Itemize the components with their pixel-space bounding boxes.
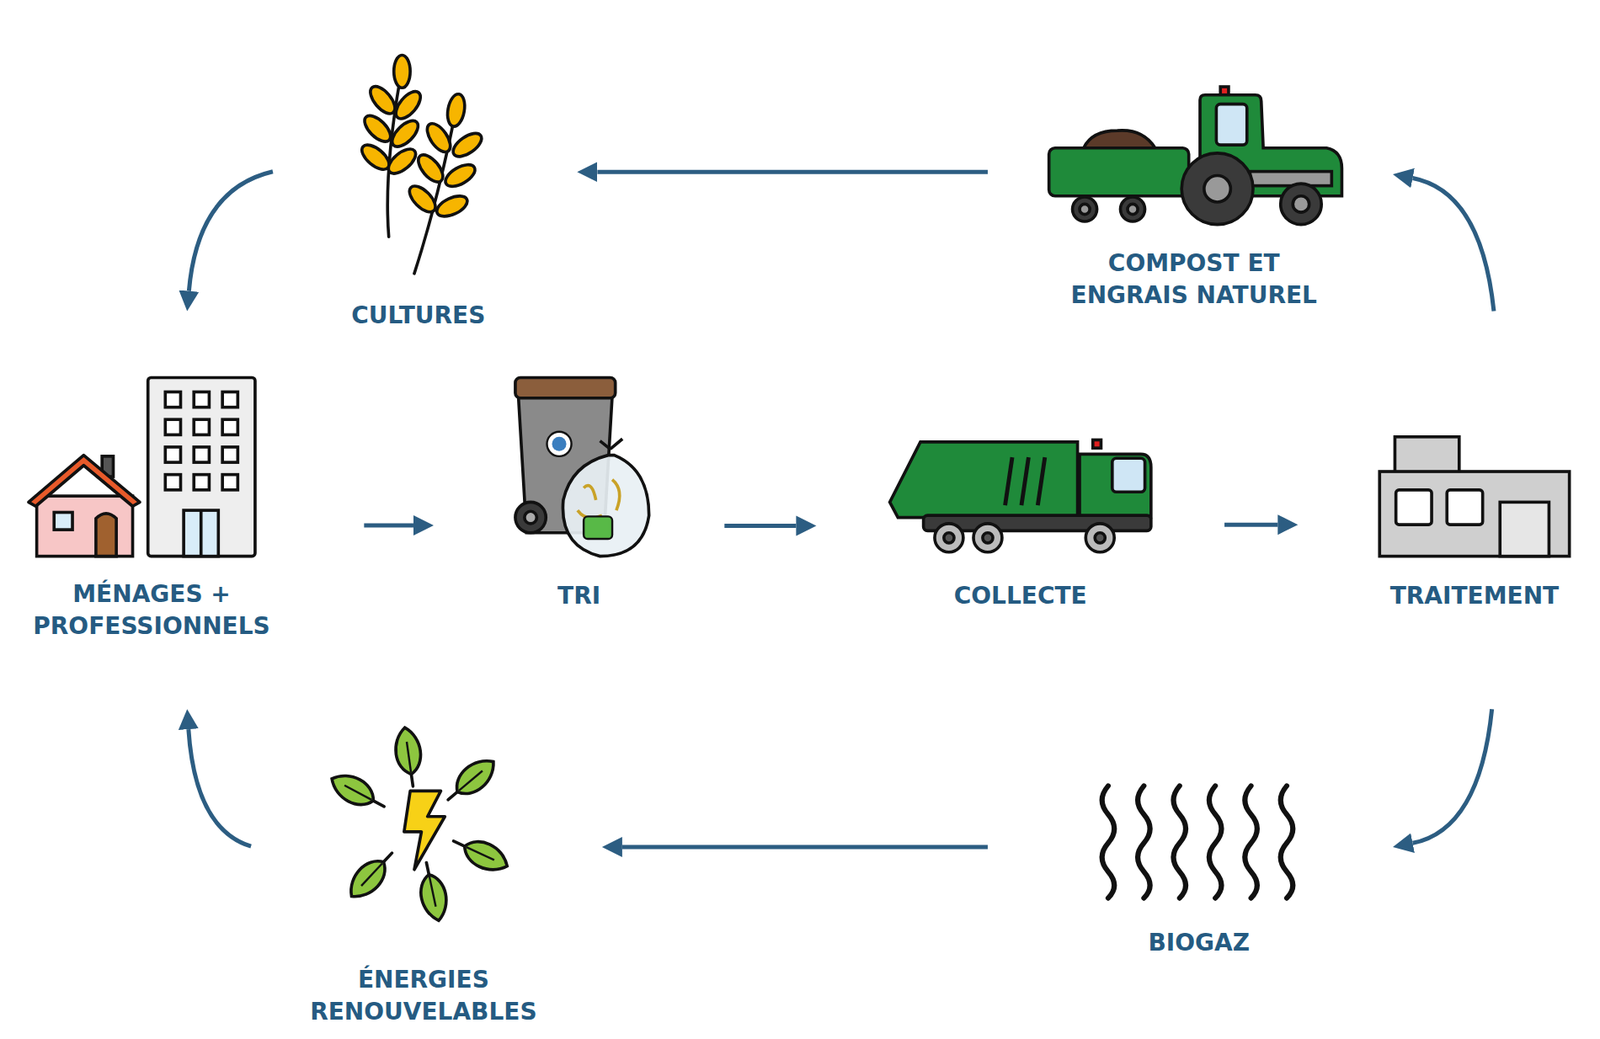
step-label: ÉNERGIES RENOUVELABLES — [288, 964, 559, 1029]
flow-arrow — [1413, 178, 1494, 312]
cycle-step: COLLECTE — [885, 433, 1156, 613]
truck-icon — [890, 439, 1152, 552]
factory-icon — [1379, 437, 1569, 557]
cycle-step: TRI — [505, 372, 654, 613]
flow-arrow — [724, 523, 796, 528]
flow-arrow — [188, 729, 251, 847]
step-label: CULTURES — [351, 299, 486, 332]
cycle-step: COMPOST ET ENGRAIS NATUREL — [1040, 86, 1348, 312]
cycle-step: ÉNERGIES RENOUVELABLES — [283, 709, 564, 1029]
cycle-step: CULTURES — [346, 46, 491, 332]
flow-arrow — [622, 844, 988, 849]
step-label: MÉNAGES + PROFESSIONNELS — [8, 578, 295, 643]
flow-arrow — [363, 523, 414, 528]
step-label: TRI — [557, 580, 601, 613]
step-label: COMPOST ET ENGRAIS NATUREL — [1050, 247, 1338, 312]
cycle-step: MÉNAGES + PROFESSIONNELS — [3, 372, 300, 643]
biogas-icon — [1102, 785, 1294, 898]
bin-icon — [515, 378, 650, 557]
energy-icon — [325, 725, 512, 923]
flow-arrow — [188, 171, 273, 292]
tractor-icon — [1049, 86, 1343, 225]
household-icon — [28, 378, 256, 557]
step-label: BIOGAZ — [1148, 927, 1251, 960]
wheat-icon — [357, 54, 486, 273]
flow-arrow — [597, 170, 988, 175]
flow-arrow — [1224, 522, 1278, 528]
flow-arrow — [1413, 709, 1493, 843]
cycle-step: TRAITEMENT — [1377, 433, 1572, 613]
step-label: TRAITEMENT — [1390, 580, 1560, 613]
step-label: COLLECTE — [954, 580, 1088, 613]
cycle-step: BIOGAZ — [1092, 775, 1307, 960]
